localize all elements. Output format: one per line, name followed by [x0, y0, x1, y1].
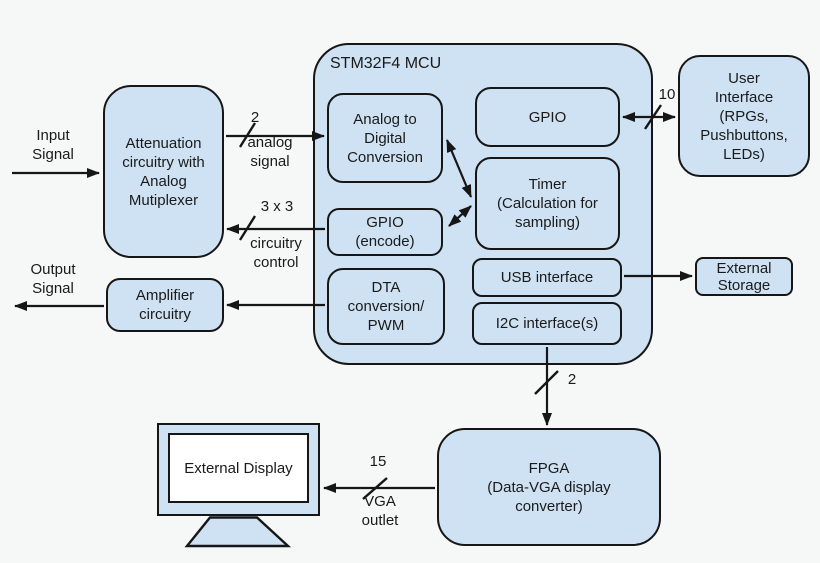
block-gpio-label: GPIO	[528, 108, 567, 126]
block-external-storage: External Storage	[695, 257, 793, 296]
block-gpio-encode: GPIO (encode)	[327, 208, 443, 256]
block-usb-interface: USB interface	[472, 258, 622, 297]
label-output-signal: Output Signal	[30, 261, 76, 297]
block-external-display-label: External Display	[184, 459, 293, 477]
label-input-signal: Input Signal	[32, 127, 74, 163]
block-user-interface: User Interface (RPGs, Pushbuttons, LEDs)	[678, 55, 810, 177]
block-user-interface-label: User Interface (RPGs, Pushbuttons, LEDs)	[700, 69, 788, 163]
block-timer: Timer (Calculation for sampling)	[475, 157, 620, 250]
block-fpga: FPGA (Data-VGA display converter)	[437, 428, 661, 546]
label-control-bus-width: 3 x 3	[260, 198, 294, 215]
label-vga-bus-width: 15	[369, 453, 387, 470]
block-i2c-interface: I2C interface(s)	[472, 302, 622, 345]
block-gpio-encode-label: GPIO (encode)	[355, 214, 415, 250]
block-timer-label: Timer (Calculation for sampling)	[497, 176, 598, 231]
block-attenuation-label: Attenuation circuitry with Analog Mutipl…	[122, 134, 205, 209]
block-adc-label: Analog to Digital Conversion	[347, 110, 423, 166]
label-analog-bus-width: 2	[250, 109, 260, 126]
block-adc: Analog to Digital Conversion	[327, 93, 443, 183]
monitor-stand	[184, 516, 292, 548]
label-i2c-bus-width: 2	[567, 371, 577, 388]
block-stm32f4-mcu-title: STM32F4 MCU	[330, 55, 442, 72]
monitor-screen: External Display	[168, 433, 309, 503]
block-dta-pwm-label: DTA conversion/ PWM	[347, 279, 425, 334]
block-i2c-interface-label: I2C interface(s)	[495, 315, 599, 332]
block-external-storage-label: External Storage	[716, 259, 772, 294]
block-attenuation: Attenuation circuitry with Analog Mutipl…	[103, 85, 224, 258]
label-analog-signal: analog signal	[247, 134, 293, 170]
block-usb-interface-label: USB interface	[500, 269, 594, 286]
bus-width-tick-i2c	[534, 370, 559, 395]
label-vga-outlet: VGA outlet	[361, 493, 399, 529]
block-dta-pwm: DTA conversion/ PWM	[327, 268, 445, 345]
block-gpio: GPIO	[475, 87, 620, 147]
block-fpga-label: FPGA (Data-VGA display converter)	[487, 459, 611, 515]
label-ui-bus-width: 10	[658, 86, 676, 103]
block-amplifier: Amplifier circuitry	[106, 278, 224, 332]
label-circuitry-control: circuitry control	[250, 235, 302, 271]
block-amplifier-label: Amplifier circuitry	[135, 287, 195, 323]
